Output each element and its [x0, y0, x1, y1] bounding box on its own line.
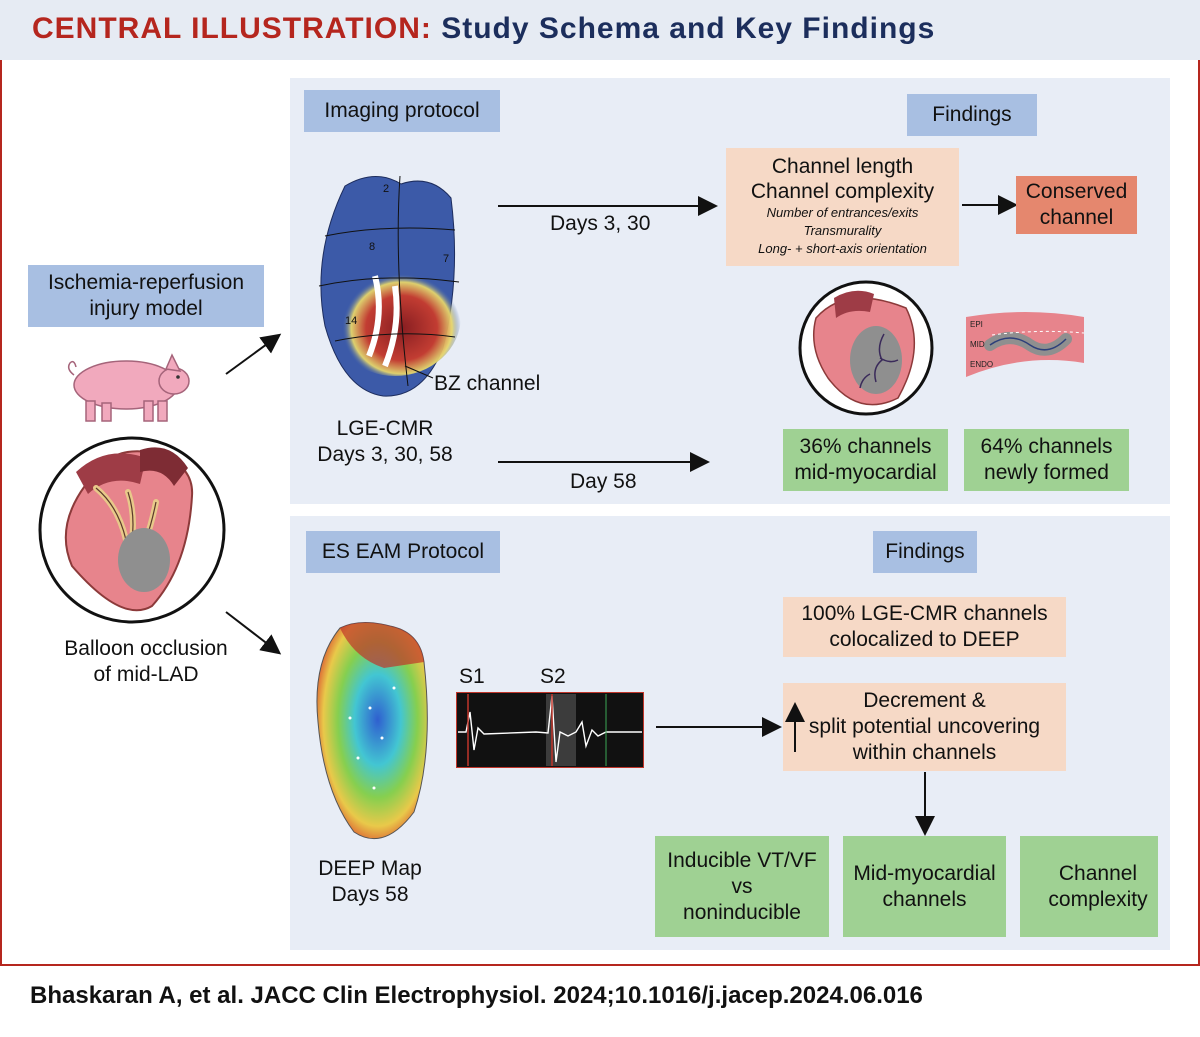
model-label-line1: Ischemia-reperfusion	[47, 271, 245, 294]
imaging-protocol-label: Imaging protocol	[304, 90, 500, 132]
es-protocol-label: ES EAM Protocol	[306, 531, 500, 573]
model-label: Ischemia-reperfusion injury model	[28, 265, 264, 327]
model-caption: Balloon occlusion of mid-LAD	[30, 636, 262, 688]
layer-epi: EPI	[970, 320, 983, 329]
deep-line2: Days 58	[331, 883, 409, 906]
es-findings-label: Findings	[873, 531, 977, 573]
green1-line2: mid-myocardial	[794, 461, 937, 484]
g3-line2: complexity	[1048, 887, 1148, 911]
entrances-exits-text: Number of entrances/exits	[766, 205, 919, 220]
g1-line1: Inducible VT/VF	[667, 848, 817, 872]
model-caption-line1: Balloon occlusion	[64, 637, 228, 660]
imaging-findings-label: Findings	[907, 94, 1037, 136]
decrement-line3: within channels	[852, 741, 997, 764]
s1-label: S1	[459, 665, 485, 688]
inducible-vt-box: Inducible VT/VF vs noninducible	[655, 836, 829, 937]
layer-endo: ENDO	[970, 360, 993, 369]
lge-cmr-heart-map: 2 8 7 14	[318, 175, 461, 397]
lge-cmr-line1: LGE-CMR	[336, 417, 434, 440]
illustration-frame	[0, 60, 1200, 966]
conserved-channel-box: Conserved channel	[1016, 176, 1137, 234]
deep-line1: DEEP Map	[318, 857, 422, 880]
decrement-line2: split potential uncovering	[808, 715, 1041, 738]
deep-map-caption: DEEP Map Days 58	[300, 856, 440, 908]
header-subtitle: Study Schema and Key Findings	[441, 12, 936, 45]
heart-channel-illustration	[798, 280, 934, 416]
g1-line3: noninducible	[683, 900, 801, 924]
segment-8: 8	[369, 241, 375, 253]
green2-line1: 64% channels	[980, 435, 1113, 458]
model-label-line2: injury model	[89, 297, 203, 320]
channel-length-text: Channel length	[771, 155, 914, 178]
mid-myocardial-channels-box: Mid-myocardial channels	[843, 836, 1006, 937]
model-caption-line2: of mid-LAD	[93, 663, 199, 686]
heart-occlusion-illustration	[38, 436, 226, 624]
days-3-30-label: Days 3, 30	[550, 212, 651, 235]
segment-14: 14	[345, 315, 357, 327]
decrement-box: Decrement & split potential uncovering w…	[783, 683, 1066, 771]
segment-2: 2	[383, 183, 389, 195]
green1-line1: 36% channels	[799, 435, 932, 458]
mid-myocardial-36-box: 36% channels mid-myocardial	[783, 429, 948, 491]
g2-line1: Mid-myocardial	[853, 861, 996, 885]
transmurality-text: Transmurality	[803, 223, 882, 238]
colocal-line2: colocalized to DEEP	[829, 628, 1020, 651]
bz-channel-label: BZ channel	[434, 372, 541, 395]
conserved-line2: channel	[1039, 206, 1114, 229]
conserved-line1: Conserved	[1025, 180, 1128, 203]
decrement-line1: Decrement &	[863, 689, 986, 712]
header-bar: CENTRAL ILLUSTRATION: Study Schema and K…	[0, 0, 1200, 60]
deep-map-illustration	[316, 622, 428, 840]
channel-complexity-text: Channel complexity	[750, 180, 935, 203]
g1-line2: vs	[731, 874, 753, 898]
lge-cmr-line2: Days 3, 30, 58	[317, 443, 453, 466]
g2-line2: channels	[882, 887, 967, 911]
header-title: CENTRAL ILLUSTRATION: Study Schema and K…	[32, 12, 935, 46]
colocalized-box: 100% LGE-CMR channels colocalized to DEE…	[783, 597, 1066, 657]
g3-line1: Channel	[1058, 861, 1138, 885]
s2-label: S2	[540, 665, 566, 688]
green2-line2: newly formed	[984, 461, 1109, 484]
newly-formed-64-box: 64% channels newly formed	[964, 429, 1129, 491]
electrogram-trace	[456, 692, 644, 768]
colocal-line1: 100% LGE-CMR channels	[801, 602, 1048, 625]
orientation-text: Long- + short-axis orientation	[758, 241, 927, 256]
header-prefix: CENTRAL ILLUSTRATION:	[32, 12, 432, 45]
channel-findings-box: Channel length Channel complexity Number…	[726, 148, 959, 266]
lge-cmr-caption: LGE-CMR Days 3, 30, 58	[300, 416, 470, 468]
channel-complexity-box: Channel complexity	[1020, 836, 1158, 937]
citation: Bhaskaran A, et al. JACC Clin Electrophy…	[30, 982, 923, 1009]
layer-mid: MID	[970, 340, 985, 349]
day-58-label: Day 58	[570, 470, 637, 493]
transmural-layer-illustration: EPI MID ENDO	[966, 312, 1085, 377]
segment-7: 7	[443, 253, 449, 265]
pig-icon	[67, 353, 190, 422]
